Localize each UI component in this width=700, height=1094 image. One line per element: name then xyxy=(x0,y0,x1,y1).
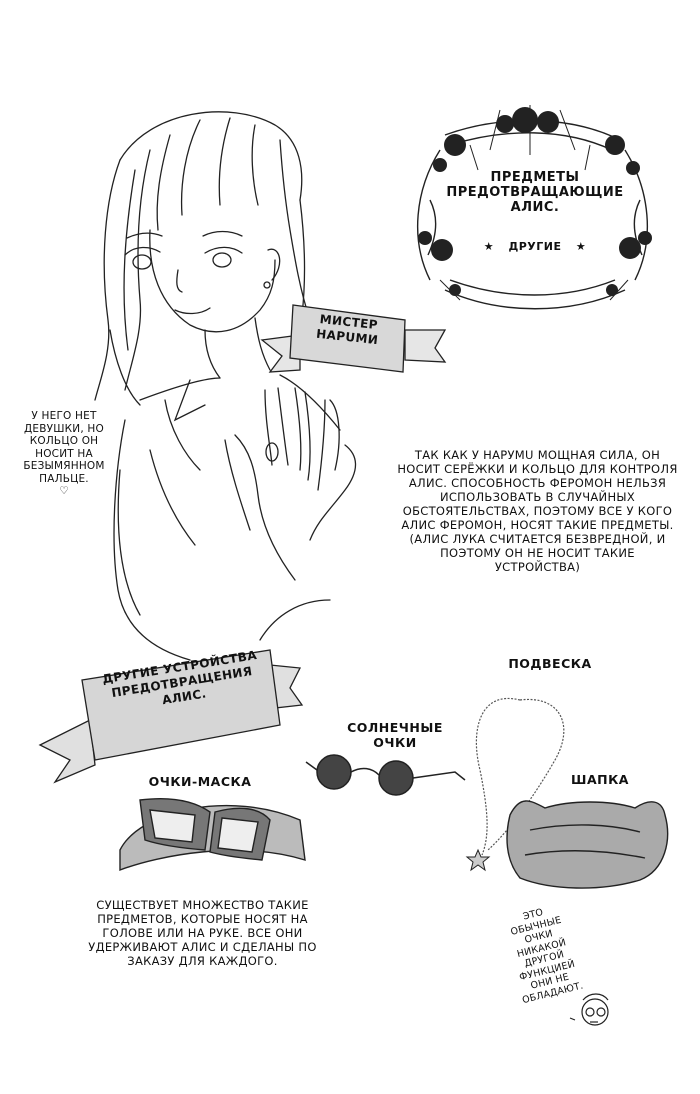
hat-label: Шапка xyxy=(571,772,629,787)
description-line: поэтому он не носит такие xyxy=(440,546,635,560)
bottom-description-line: Существует множество такие xyxy=(96,898,309,912)
description-line: Алис. Способность Феромон нельзя xyxy=(408,476,667,490)
heart-icon: ♡ xyxy=(59,485,69,497)
hat-icon xyxy=(506,800,669,889)
description-line: обстоятельствах, поэтому все у кого xyxy=(402,504,673,518)
side-note-line: девушки, но xyxy=(23,422,104,435)
description-line: носит серёжки и кольцо для контроля xyxy=(397,462,678,476)
wreath-title-line: Предметы xyxy=(490,170,580,185)
main-description: Так как у Нарумu мощная сила, он носит с… xyxy=(385,448,690,574)
description-line: Так как у Нарумu мощная сила, он xyxy=(414,448,661,462)
description-line: (Алис Лука считается безвредной, и xyxy=(409,532,666,546)
side-note: У него нет девушки, но кольцо он носит н… xyxy=(14,410,114,498)
star-icon: ★ xyxy=(575,240,587,253)
description-line: устройства) xyxy=(494,560,581,574)
sunglasses-label: Солнечные очки xyxy=(330,720,460,750)
pendant-icon xyxy=(475,697,565,856)
pendant-label: Подвеска xyxy=(508,656,592,671)
description-line: Алис Феромон, носят такие предметы. xyxy=(401,518,674,532)
sunglasses-label-line: очки xyxy=(373,735,417,750)
goggles-icon xyxy=(119,797,306,872)
description-line: использовать в случайных xyxy=(439,490,636,504)
sunglasses-label-line: Солнечные xyxy=(347,720,443,735)
wreath-title-line: Алис. xyxy=(510,200,560,215)
wreath-title: Предметы предотвращающие Алис. xyxy=(440,170,630,215)
bottom-description-line: удерживают Алис и сделаны по xyxy=(88,940,317,954)
star-pendant-icon xyxy=(465,848,491,872)
wreath-subtitle-text: Другие xyxy=(508,240,562,253)
star-icon: ★ xyxy=(483,240,495,253)
bottom-description-line: предметов, которые носят на xyxy=(97,912,308,926)
side-note-line: пальце. xyxy=(39,472,89,485)
side-note-line: безымянном xyxy=(23,460,105,472)
sunglasses-icon xyxy=(305,754,466,796)
goggles-label: Очки-маска xyxy=(148,774,252,789)
bottom-description-line: голове или на руке. Все они xyxy=(102,926,303,940)
side-note-line: У него нет xyxy=(31,410,97,422)
bottom-description-line: заказу для каждого. xyxy=(127,954,278,968)
bottom-description: Существует множество такие предметов, ко… xyxy=(75,898,330,968)
wreath-subtitle: ★ Другие ★ xyxy=(455,240,615,253)
wreath-title-line: предотвращающие xyxy=(446,185,624,200)
side-note-line: носит на xyxy=(35,447,93,460)
chibi-face-icon xyxy=(569,993,609,1026)
side-note-line: кольцо он xyxy=(29,435,99,447)
